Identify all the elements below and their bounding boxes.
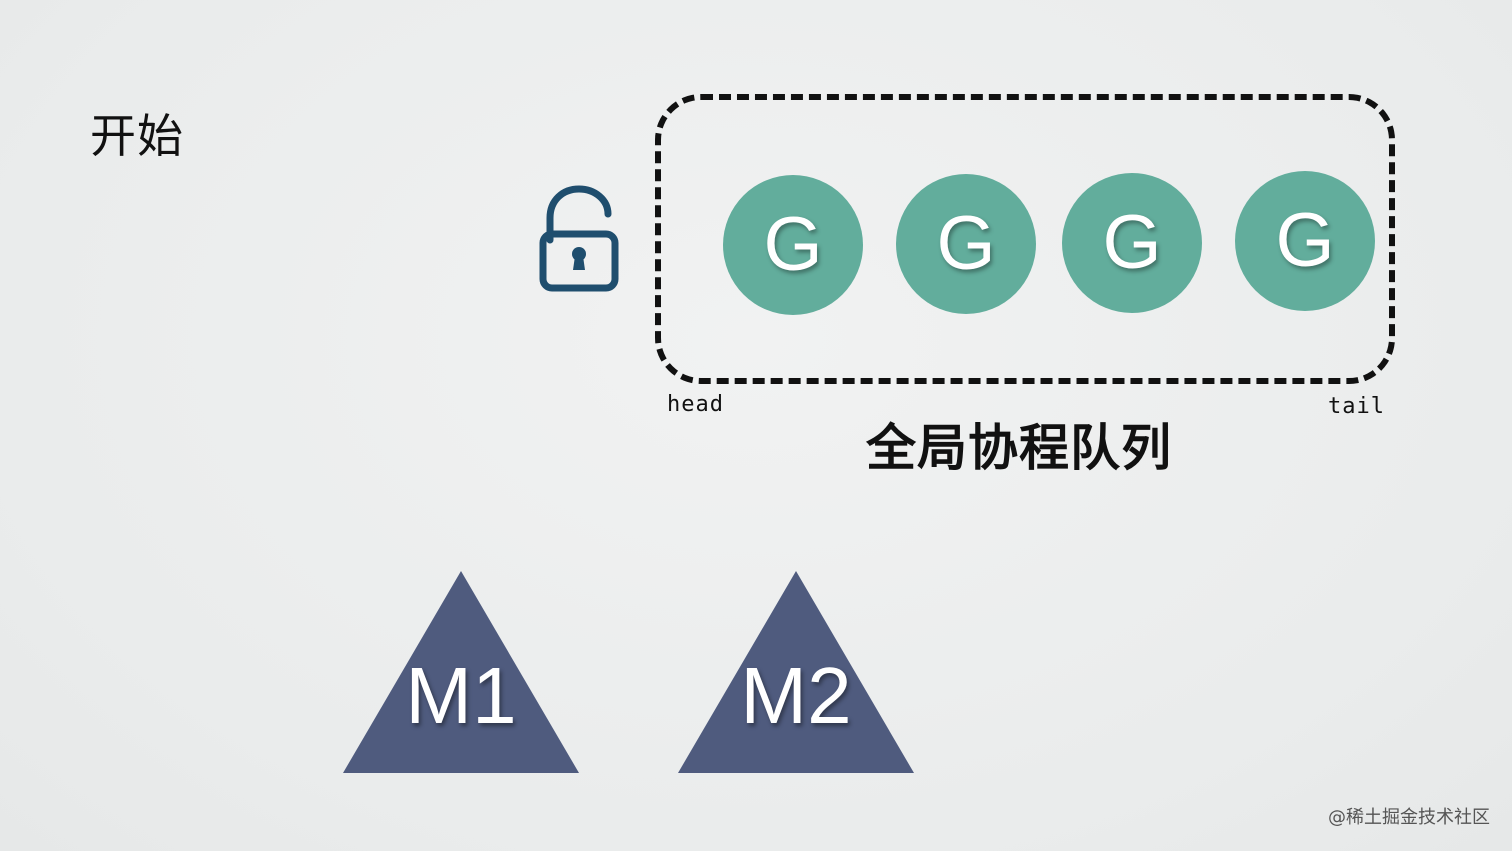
machine-m2-label: M2 [740, 651, 852, 740]
machine-m1-triangle [343, 571, 579, 773]
step-label: 开始 [90, 109, 184, 163]
global-run-queue [655, 94, 1395, 384]
queue-head-label: head [667, 392, 724, 417]
queue-tail-label: tail [1328, 394, 1385, 419]
machine-m2-triangle [678, 571, 914, 773]
watermark: @稀土掘金技术社区 [1328, 807, 1490, 828]
goroutine-4: G [1235, 171, 1375, 311]
goroutine-1: G [723, 175, 863, 315]
unlocked-padlock-icon [539, 185, 619, 292]
goroutine-2: G [896, 174, 1036, 314]
queue-title: 全局协程队列 [866, 419, 1172, 477]
machine-m1-label: M1 [405, 651, 517, 740]
goroutine-3: G [1062, 173, 1202, 313]
